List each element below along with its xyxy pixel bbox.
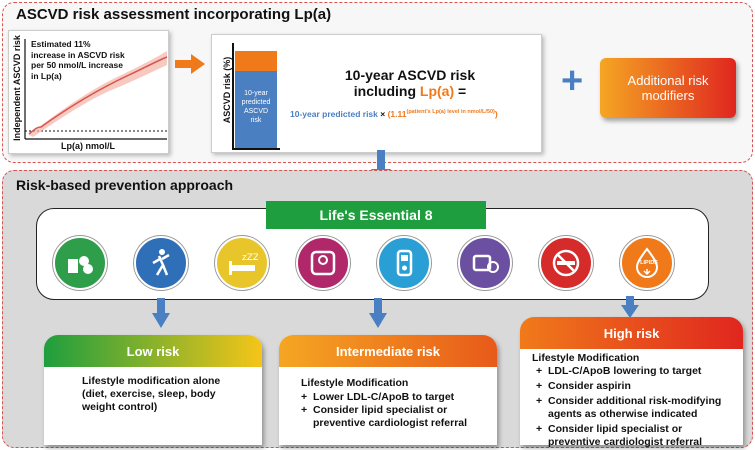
- down-arrow-low-icon: [152, 298, 170, 328]
- high-risk-intro: Lifestyle Modification: [532, 352, 640, 364]
- diet-icon: [53, 236, 107, 290]
- lpa-risk-increment-bar: [235, 51, 277, 71]
- risk-bar-y-label: ASCVD risk (%): [222, 56, 232, 124]
- risk-bar-axis: [232, 43, 234, 149]
- right-arrow-icon: [175, 54, 205, 74]
- formula-times: ×: [377, 109, 388, 119]
- graph-confidence-band: [29, 51, 167, 137]
- formula-equals: =: [454, 83, 467, 99]
- graph-note-line-1: Estimated 11%: [31, 39, 91, 49]
- prevention-title: Risk-based prevention approach: [16, 177, 234, 193]
- formula-headline-1: 10-year ASCVD risk: [344, 67, 476, 83]
- low-risk-body: Lifestyle modification alone (diet, exer…: [82, 375, 221, 413]
- graph-note: Estimated 11% increase in ASCVD risk per…: [31, 39, 125, 81]
- high-risk-header: High risk: [520, 317, 743, 349]
- intermediate-risk-intro: Lifestyle Modification: [301, 377, 409, 389]
- les8-banner: Life's Essential 8: [266, 201, 486, 229]
- list-item: Consider lipid specialist or preventive …: [301, 404, 486, 430]
- formula-headline-2: including Lp(a) =: [280, 83, 540, 99]
- weight-scale-icon: [296, 236, 350, 290]
- formula-lpa-highlight: Lp(a): [419, 83, 455, 99]
- high-risk-card: High risk Lifestyle Modification LDL-C/A…: [520, 317, 743, 448]
- graph-x-label: Lp(a) nmol/L: [61, 141, 115, 151]
- lpa-risk-graph: Independent ASCVD risk Estimated 11% inc…: [8, 30, 169, 154]
- formula-headline-prefix: including: [353, 83, 420, 99]
- glucose-meter-icon: [377, 236, 431, 290]
- formula-equation: 10-year predicted risk × (1.11(patient's…: [290, 109, 542, 119]
- risk-bar-baseline: [232, 148, 280, 150]
- graph-y-label: Independent ASCVD risk: [12, 35, 22, 141]
- lipids-label: LIPIDS: [640, 260, 658, 266]
- risk-bar-text-3: ASCVD: [243, 108, 269, 115]
- down-arrow-intermediate-icon: [369, 298, 387, 328]
- list-item: Consider aspirin: [536, 380, 736, 393]
- list-item: Lower LDL-C/ApoB to target: [301, 391, 486, 404]
- formula-headline: 10-year ASCVD risk including Lp(a) =: [280, 67, 540, 99]
- physical-activity-icon: [134, 236, 188, 290]
- intermediate-risk-list: Lower LDL-C/ApoB to target Consider lipi…: [301, 391, 486, 430]
- predicted-risk-bar: 10-year predicted ASCVD risk: [235, 71, 277, 148]
- risk-formula-box: ASCVD risk (%) 10-year predicted ASCVD r…: [211, 34, 542, 153]
- formula-exponent: (patient's Lp(a) level in nmol/L/50): [406, 109, 495, 116]
- risk-bar-text-2: predicted: [241, 99, 271, 106]
- risk-bar-text-1: 10-year: [244, 90, 268, 97]
- graph-risk-line: [28, 56, 168, 135]
- graph-note-line-4: in Lp(a): [31, 70, 62, 81]
- list-item: Consider lipid specialist or preventive …: [536, 423, 736, 449]
- list-item: LDL-C/ApoB lowering to target: [536, 365, 736, 378]
- blood-pressure-icon: [458, 236, 512, 290]
- formula-close: ): [494, 109, 498, 119]
- down-arrow-high-icon: [621, 296, 639, 318]
- low-risk-card: Low risk Lifestyle modification alone (d…: [44, 335, 262, 445]
- intermediate-risk-header: Intermediate risk: [279, 335, 497, 367]
- graph-note-line-2: increase in ASCVD risk: [31, 49, 125, 60]
- formula-predicted-risk: 10-year predicted risk: [290, 109, 378, 119]
- sleep-icon: zZZ: [215, 236, 269, 290]
- lipids-drop-icon: LIPIDS: [620, 236, 674, 290]
- additional-modifiers-label: Additional risk modifiers: [627, 73, 709, 103]
- high-risk-list: LDL-C/ApoB lowering to target Consider a…: [536, 365, 736, 449]
- low-risk-header: Low risk: [44, 335, 262, 367]
- additional-modifiers-box: Additional risk modifiers: [600, 58, 736, 118]
- plus-icon: +: [561, 60, 584, 102]
- formula-base: (1.11: [387, 109, 407, 119]
- svg-text:zZZ: zZZ: [242, 253, 258, 263]
- graph-note-line-3: per 50 nmol/L increase: [31, 60, 123, 70]
- no-smoking-icon: [539, 236, 593, 290]
- lpa-risk-curve: [24, 39, 168, 140]
- list-item: Consider additional risk-modifying agent…: [536, 395, 736, 421]
- risk-bar-text-4: risk: [250, 117, 262, 124]
- assessment-title: ASCVD risk assessment incorporating Lp(a…: [16, 6, 332, 23]
- intermediate-risk-card: Intermediate risk Lifestyle Modification…: [279, 335, 497, 445]
